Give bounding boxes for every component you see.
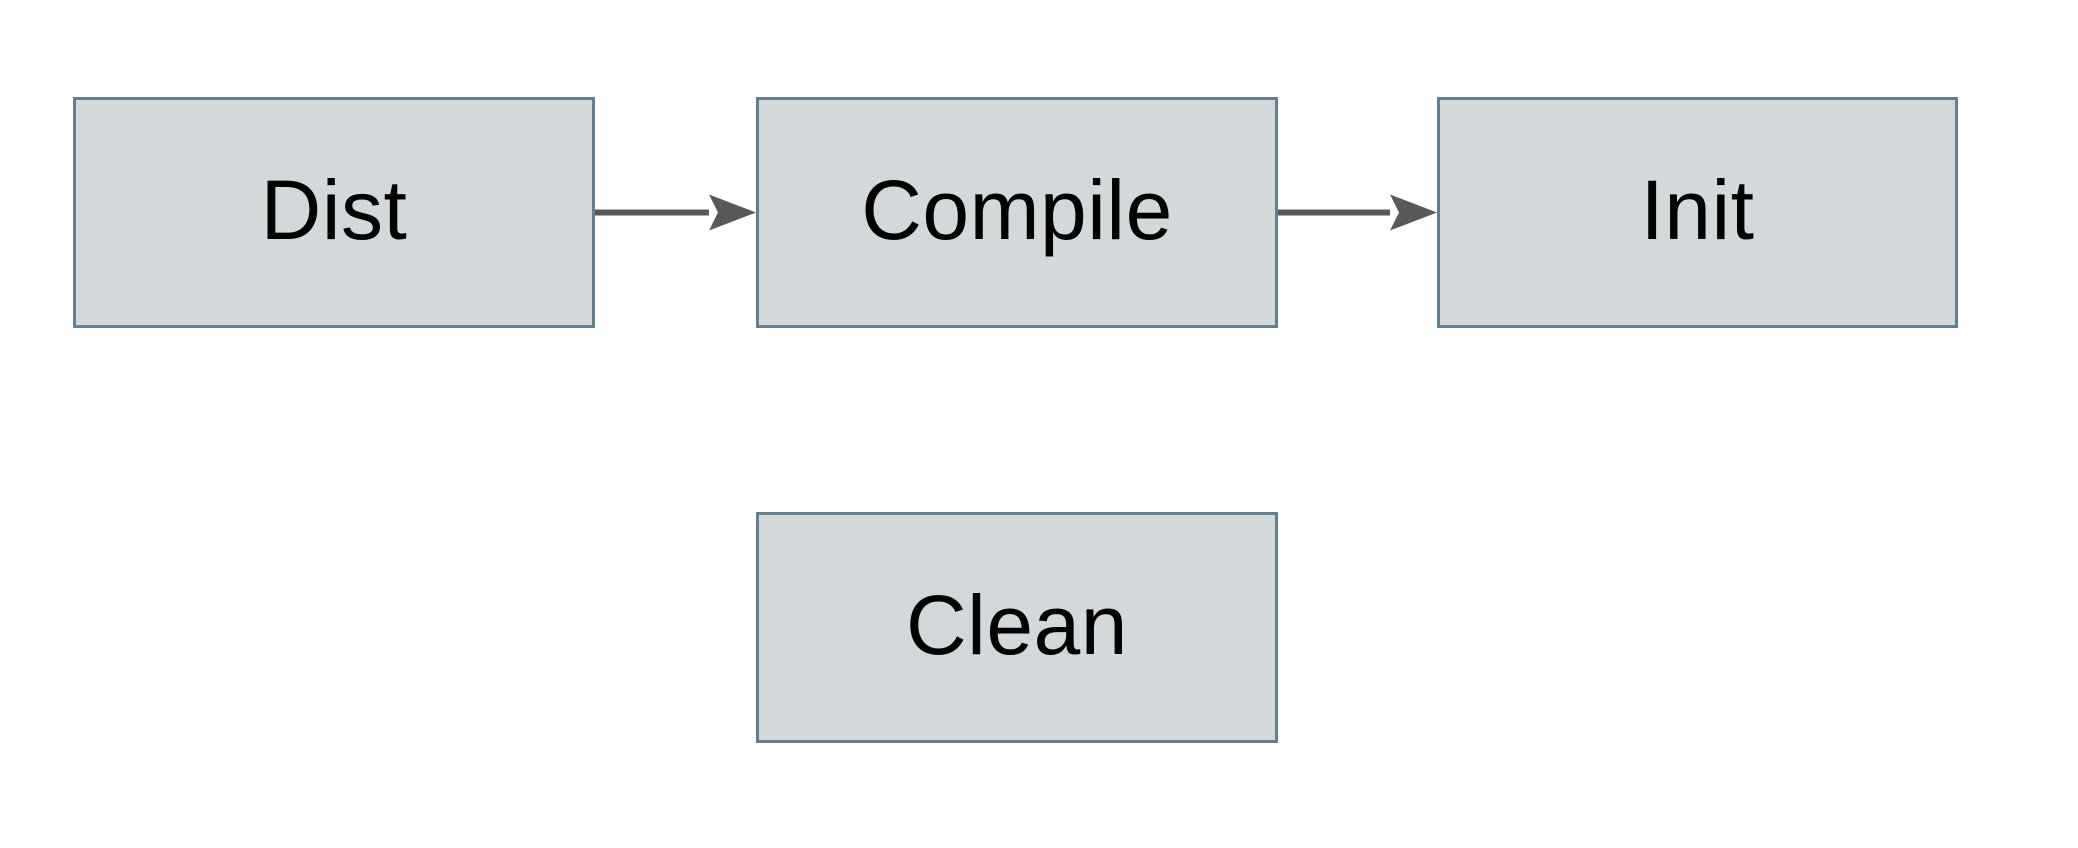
node-clean[interactable]: Clean: [756, 512, 1278, 743]
node-label-clean: Clean: [906, 577, 1128, 672]
node-init[interactable]: Init: [1437, 97, 1958, 328]
node-label-compile: Compile: [861, 162, 1173, 257]
node-compile[interactable]: Compile: [756, 97, 1278, 328]
node-dist[interactable]: Dist: [73, 97, 595, 328]
node-label-init: Init: [1640, 162, 1755, 257]
node-label-dist: Dist: [260, 162, 408, 257]
